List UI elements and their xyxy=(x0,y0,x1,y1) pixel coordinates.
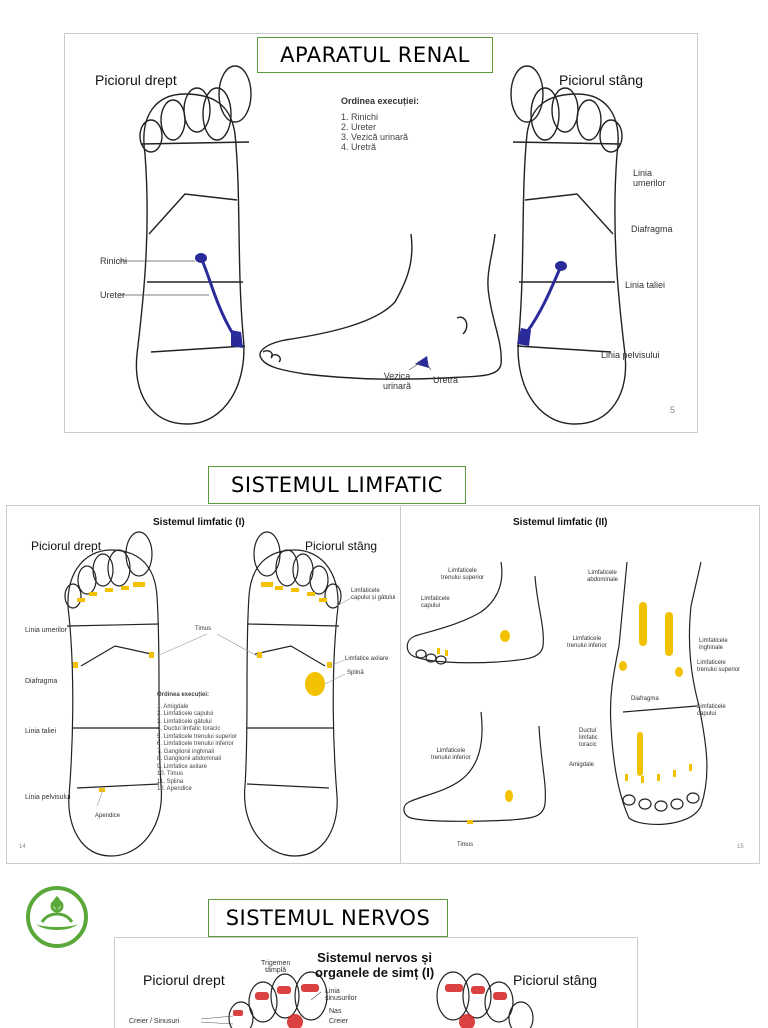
label-linia-pelvisului: Linia pelvisului xyxy=(25,794,71,801)
limfatic-order-item: 4. Ductul limfatic toracic xyxy=(157,726,221,732)
label-splina: Splină xyxy=(347,670,364,676)
side-foot xyxy=(259,233,502,380)
renal-slide: APARATUL RENAL Piciorul drept Piciorul s… xyxy=(64,33,698,433)
limfatic-order-list: Ordinea execuției: 1. Amigdale 2. Limfat… xyxy=(157,692,237,794)
label-vezica-urinara: Vezica urinară xyxy=(383,371,412,391)
lymph-side-foot-top xyxy=(406,561,544,665)
limfatic-title: SISTEMUL LIMFATIC xyxy=(208,466,466,504)
label-linia-sinusurilor: Linia sinusurilor xyxy=(325,988,357,1002)
limfatic-soles-illustration xyxy=(64,531,352,857)
left-foot-sole xyxy=(510,65,627,425)
label-ductul: Ductul limfatic toracic xyxy=(579,728,598,748)
label-tren-sup-1: Limfaticele trenului superior xyxy=(441,568,485,581)
renal-order-item: 1. Rinichi xyxy=(341,112,379,122)
label-rinichi: Rinichi xyxy=(100,256,128,266)
lymph-side-foot-bottom xyxy=(403,711,546,822)
renal-order-list: Ordinea execuției: 1. Rinichi 2. Ureter … xyxy=(341,96,419,152)
nervos-right-foot-label: Piciorul drept xyxy=(143,972,225,988)
label-trigemen: Trigemen tâmplă xyxy=(261,960,291,974)
label-limfaticele-capului: Limfaticele capului și gâtului xyxy=(351,588,396,601)
renal-order-item: 3. Vezică urinară xyxy=(341,132,409,142)
limfatic-right-foot-label: Piciorul drept xyxy=(31,539,102,553)
limfatic-left-foot-label: Piciorul stâng xyxy=(305,539,378,553)
left-kidney-ureter xyxy=(525,265,563,333)
label-timus-2: Timus xyxy=(457,842,474,848)
label-creier: Creier xyxy=(329,1018,349,1025)
label-amigdale: Amigdale xyxy=(569,762,595,768)
label-linia-taliei: Linia taliei xyxy=(625,280,666,290)
nervos-right-foot-toes xyxy=(228,971,328,1028)
lymph-right-sole xyxy=(64,531,163,857)
label-linia-taliei: Linia taliei xyxy=(25,728,57,735)
renal-order-item: 2. Ureter xyxy=(341,122,377,132)
limfatic-order-item: 12. Apendice xyxy=(157,786,192,792)
limfatic-order-title: Ordinea execuției: xyxy=(157,692,210,698)
label-limfatice-axilare: Limfatice axilare xyxy=(345,656,389,662)
limfatic-i-heading: Sistemul limfatic (I) xyxy=(153,517,245,528)
limfatic-order-item: 10. Timus xyxy=(157,771,184,777)
nervos-left-foot-label: Piciorul stâng xyxy=(513,972,598,988)
renal-left-foot-label: Piciorul stâng xyxy=(559,72,644,88)
label-creier-sinusuri: Creier / Sinusuri xyxy=(129,1018,180,1025)
limfatic-order-item: 3. Limfaticele gâtului xyxy=(157,718,212,725)
nervos-title: SISTEMUL NERVOS xyxy=(208,899,448,937)
label-ureter: Ureter xyxy=(100,290,126,300)
limfatic-page-15: 15 xyxy=(737,844,744,850)
right-foot-sole xyxy=(135,65,252,425)
label-diafragma: Diafragma xyxy=(25,678,58,685)
limfatic-order-item: 11. Splina xyxy=(157,778,184,785)
bladder-mark xyxy=(415,356,429,368)
lymph-side-points xyxy=(437,602,692,824)
label-abdominale: Limfaticele abdominale xyxy=(587,570,619,583)
nervos-left-foot-toes xyxy=(436,971,534,1028)
limfatic-ii-heading: Sistemul limfatic (II) xyxy=(513,517,608,528)
limfatic-order-item: 6. Limfaticele trenului inferior xyxy=(157,741,234,747)
limfatic-page-14: 14 xyxy=(19,844,26,850)
limfatic-slide-right: Sistemul limfatic (II) Limfaticele trenu… xyxy=(400,505,760,864)
renal-order-item: 4. Uretră xyxy=(341,142,377,152)
limfatic-order-item: 7. Ganglionii inghinali xyxy=(157,748,215,755)
renal-illustration xyxy=(119,65,627,425)
label-nas: Nas xyxy=(329,1008,342,1015)
label-capului-1: Limfaticele capului xyxy=(421,596,450,609)
renal-title: APARATUL RENAL xyxy=(257,37,493,73)
label-tren-inf-2: Limfaticele trenului inferior xyxy=(567,636,607,649)
label-capului-2: Limfaticele capului xyxy=(697,704,726,717)
label-diafragma-2: Diafragma xyxy=(631,696,659,702)
lotus-meditation-logo-icon xyxy=(26,886,88,948)
lymph-front-leg xyxy=(609,561,708,826)
renal-right-foot-label: Piciorul drept xyxy=(95,72,177,88)
limfatic-order-item: 2. Limfaticele capului xyxy=(157,711,214,717)
label-inghinale: Limfaticele inghinale xyxy=(699,638,728,651)
nervos-illustration xyxy=(200,971,534,1028)
limfatic-side-feet-illustration xyxy=(403,561,708,826)
label-linia-pelvisului: Linia pelvisului xyxy=(601,350,660,360)
nervos-slide: Trigemen tâmplă Sistemul nervos și organ… xyxy=(114,937,638,1028)
label-tren-inf-1: Limfaticele trenului inferior xyxy=(431,748,471,761)
label-uretra: Uretră xyxy=(433,375,459,385)
limfatic-order-item: 5. Limfaticele trenului superior xyxy=(157,733,238,740)
right-kidney-ureter xyxy=(199,257,235,335)
label-linia-umerilor: Linia umerilor xyxy=(633,168,666,188)
lymph-points xyxy=(73,582,332,792)
limfatic-order-item: 9. Limfatice axilare xyxy=(157,763,208,770)
label-timus: Timus xyxy=(195,626,212,632)
renal-page-number: 5 xyxy=(670,405,676,415)
limfatic-slide-left: Sistemul limfatic (I) Piciorul drept Pic… xyxy=(6,505,401,864)
limfatic-order-item: 1. Amigdale xyxy=(157,703,189,710)
limfatic-order-item: 8. Ganglionii abdominali xyxy=(157,756,222,762)
label-diafragma: Diafragma xyxy=(631,224,673,234)
nervos-heading: Sistemul nervos și organele de simț (I) xyxy=(315,950,435,980)
renal-order-title: Ordinea execuției: xyxy=(341,96,420,106)
label-linia-umerilor: Linia umerilor xyxy=(25,627,68,634)
label-apendice: Apendice xyxy=(95,813,121,819)
label-tren-sup-2: Limfaticele trenului superior xyxy=(697,660,741,673)
lymph-left-sole xyxy=(243,531,342,857)
